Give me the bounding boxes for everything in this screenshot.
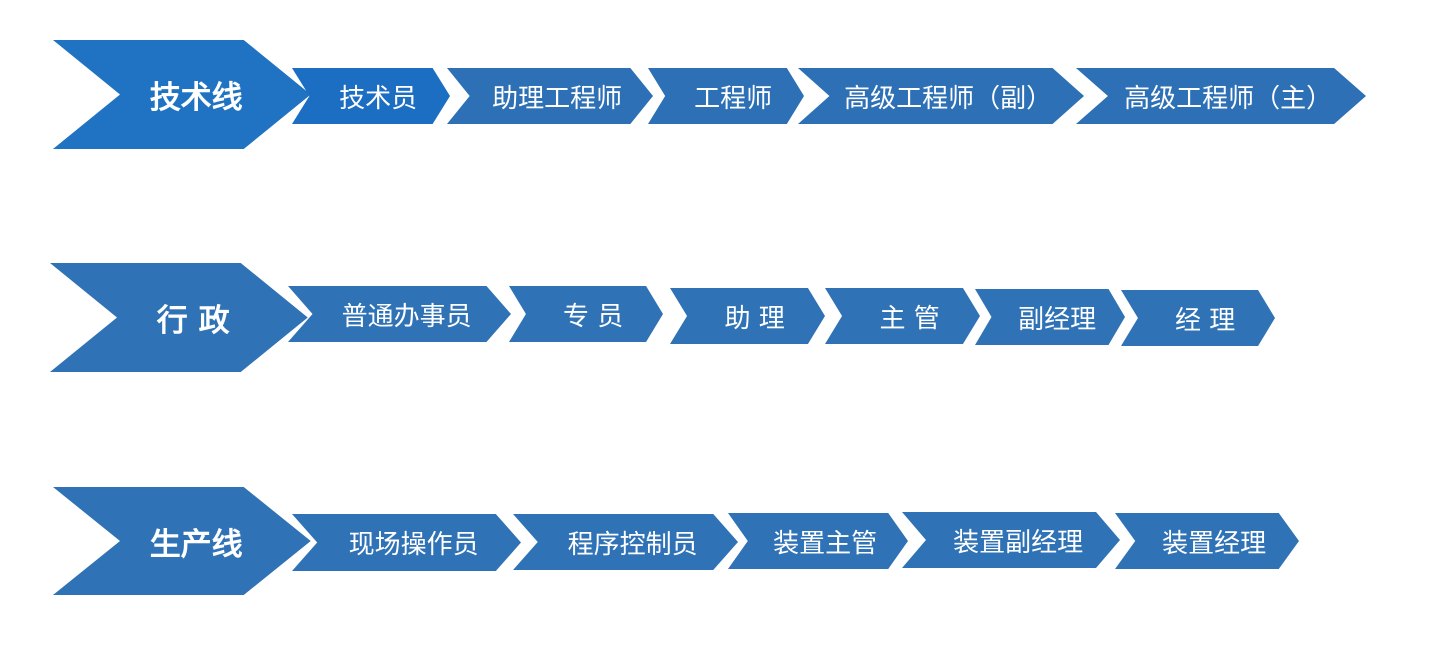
tech-step-3-label: 工程师 (694, 83, 773, 114)
tech-step-4-label: 高级工程师（副） (844, 83, 1053, 114)
admin-header-label: 行 政 (156, 303, 230, 339)
admin-step-4-chevron: 主 管 (825, 288, 980, 344)
production-header-label: 生产线 (149, 526, 243, 563)
admin-header-chevron: 行 政 (50, 263, 308, 372)
admin-step-6-label: 经 理 (1175, 305, 1236, 336)
admin-step-3-chevron: 助 理 (670, 288, 825, 344)
tech-step-2-chevron: 助理工程师 (447, 68, 653, 124)
production-step-5-label: 装置经理 (1162, 528, 1267, 559)
tech-step-4-chevron: 高级工程师（副） (798, 68, 1084, 124)
production-step-4-label: 装置副经理 (953, 527, 1084, 558)
tech-step-1-label: 技术员 (339, 83, 418, 114)
admin-step-1-chevron: 普通办事员 (288, 286, 511, 342)
admin-step-3-label: 助 理 (724, 303, 785, 334)
tech-line-header-label: 技术线 (149, 80, 243, 116)
production-step-1-label: 现场操作员 (348, 530, 479, 560)
tech-step-5-label: 高级工程师（主） (1124, 83, 1333, 114)
tech-step-1-chevron: 技术员 (292, 68, 450, 124)
production-step-3-label: 装置主管 (773, 528, 878, 559)
production-step-4-chevron: 装置副经理 (902, 512, 1120, 568)
admin-step-5-label: 副经理 (1018, 304, 1097, 335)
tech-step-3-chevron: 工程师 (648, 68, 804, 124)
production-header-chevron: 生产线 (53, 487, 311, 595)
production-step-5-chevron: 装置经理 (1115, 513, 1299, 569)
admin-step-2-label: 专 员 (563, 301, 624, 332)
tech-step-2-label: 助理工程师 (492, 83, 623, 114)
admin-step-6-chevron: 经 理 (1121, 290, 1275, 346)
admin-step-5-chevron: 副经理 (975, 289, 1125, 345)
production-step-1-chevron: 现场操作员 (292, 514, 521, 571)
tech-line-header-chevron: 技术线 (53, 40, 311, 149)
admin-step-1-label: 普通办事员 (341, 301, 472, 332)
admin-step-2-chevron: 专 员 (509, 286, 663, 342)
production-step-2-chevron: 程序控制员 (513, 514, 738, 570)
production-step-3-chevron: 装置主管 (728, 513, 908, 569)
tech-step-5-chevron: 高级工程师（主） (1076, 68, 1366, 124)
production-step-2-label: 程序控制员 (567, 529, 698, 560)
admin-step-4-label: 主 管 (879, 303, 940, 334)
